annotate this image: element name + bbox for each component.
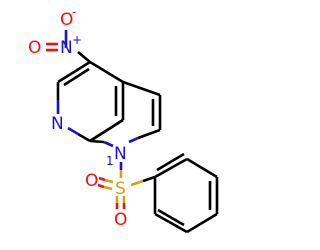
bond-n7-c7a-n xyxy=(67,126,79,136)
bond-ph-4 xyxy=(186,212,218,234)
bond-n7-c7a xyxy=(77,132,91,143)
pyrrole-n-number: 1 xyxy=(106,154,114,168)
sulfur-label: S xyxy=(115,179,126,199)
nitro-o-top-label: O xyxy=(60,10,73,30)
nitro-o-top-charge: - xyxy=(72,5,76,19)
bond-c5-c6 xyxy=(57,60,91,84)
bond-s-o-left-2r xyxy=(97,183,105,189)
sulfonyl-o-left-label: O xyxy=(85,171,98,191)
nitro-n-label: N xyxy=(60,38,73,58)
bond-s-o-left-1 xyxy=(104,178,114,184)
sulfonyl-o-bottom-label: O xyxy=(114,210,127,230)
bond-fused xyxy=(89,118,124,143)
bond-s-o-left-2 xyxy=(103,185,113,191)
bond-ph-1 xyxy=(154,157,188,179)
bond-n1-c7a xyxy=(89,139,105,144)
bond-ph-5 xyxy=(154,212,188,234)
bond-n1-c7a-n xyxy=(103,140,114,148)
bond-n-c5 xyxy=(77,51,91,63)
pyrrole-n-label: N xyxy=(114,144,127,164)
bond-ph-1-inner xyxy=(156,152,185,172)
bond-c3a-c3 xyxy=(122,80,161,97)
pyridine-n-label: N xyxy=(51,114,64,134)
pyridine-ring xyxy=(56,60,125,143)
structure-diagram: N + O - O N N 1 S O O xyxy=(28,5,219,234)
bond-c5-c6-inner xyxy=(63,67,90,87)
bond-ph-5-inner xyxy=(157,208,185,227)
nitro-n-charge: + xyxy=(72,33,82,47)
bond-c2-n1-n xyxy=(128,136,139,144)
bond-c5-c4 xyxy=(89,60,124,84)
bond-s-o-left-1r xyxy=(98,176,106,182)
atom-labels: N + O - O N N 1 S O O xyxy=(28,5,127,230)
pyrrole-ring xyxy=(89,80,162,148)
phenyl-ring xyxy=(153,152,219,234)
bond-ph-2 xyxy=(186,157,218,179)
bond-c2-n1 xyxy=(137,128,161,140)
bond-s-ph xyxy=(142,175,156,183)
nitro-group xyxy=(46,30,91,63)
bond-s-ph-s xyxy=(130,179,144,187)
sulfonyl-group xyxy=(97,162,156,209)
nitro-o-left-label: O xyxy=(28,38,41,58)
